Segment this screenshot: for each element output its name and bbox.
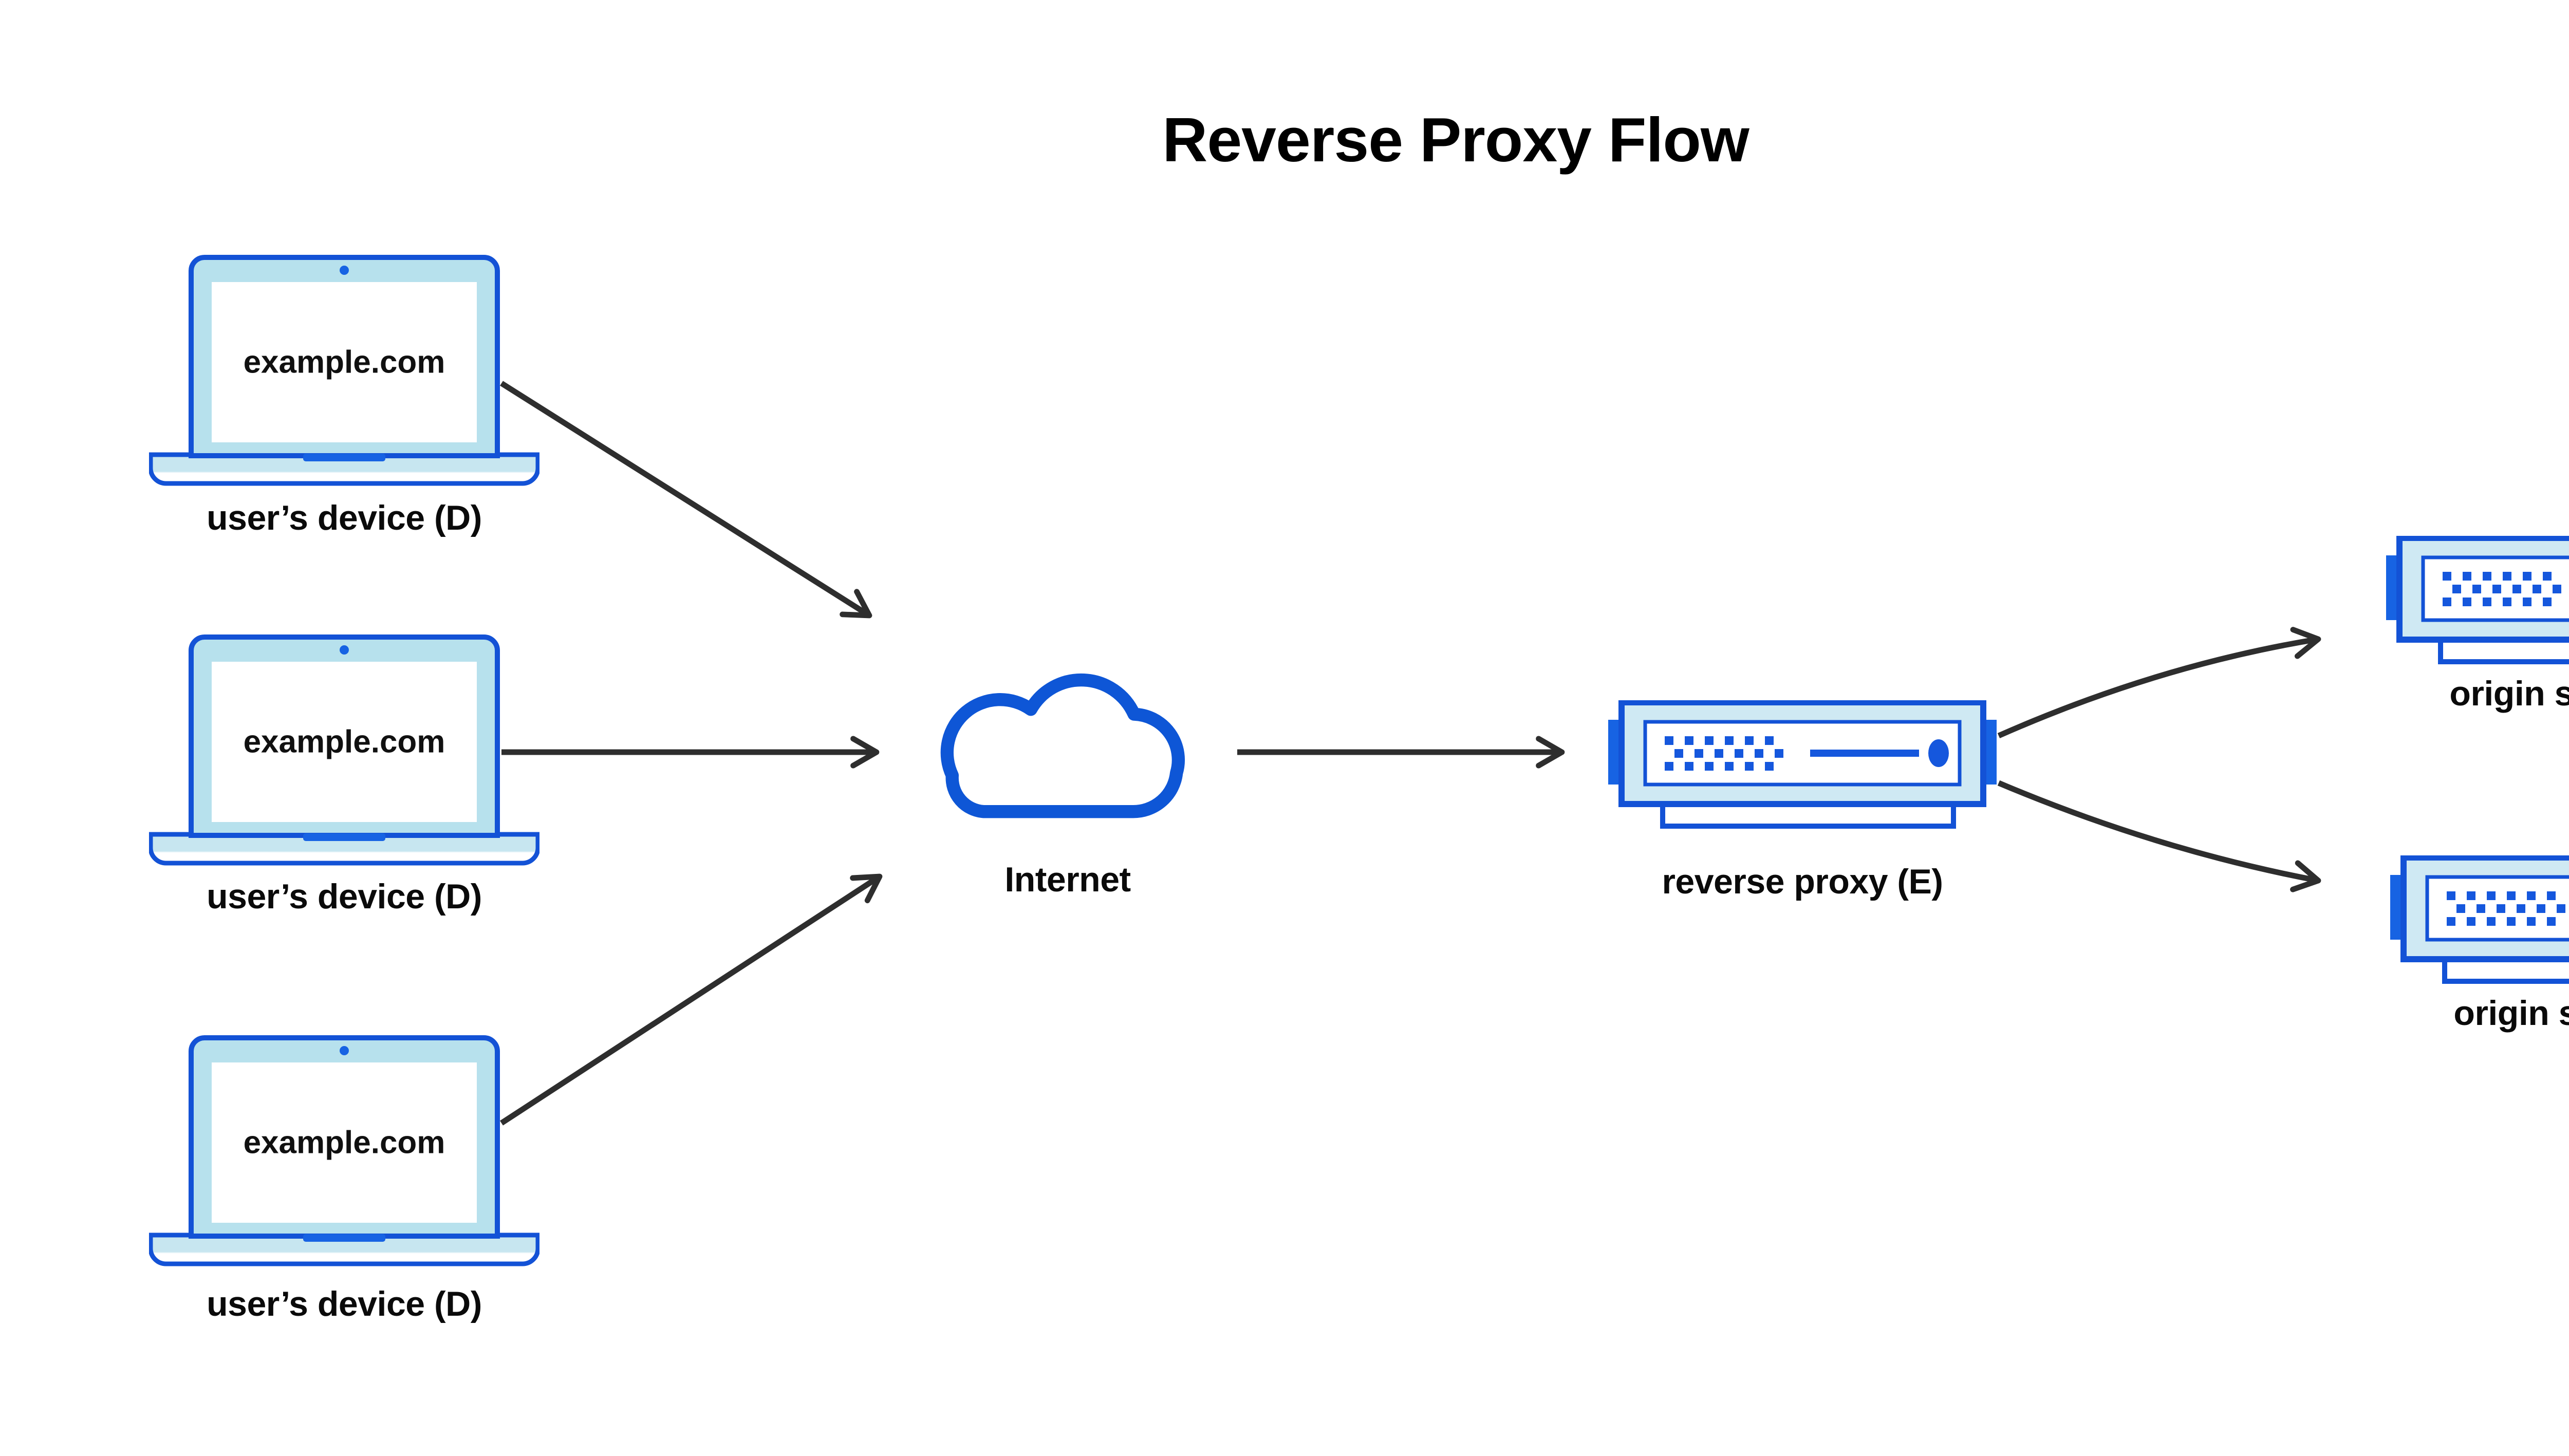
server-icon: [2385, 536, 2569, 667]
device-screen-url: example.com: [243, 724, 445, 760]
arrow-device3-to-internet: [499, 873, 883, 1126]
reverse-proxy-label: reverse proxy (E): [1662, 862, 1943, 901]
diagram-title: Reverse Proxy Flow: [1162, 105, 1749, 175]
device-screen-url: example.com: [243, 1125, 445, 1161]
user-device-3-label: user’s device (D): [207, 1284, 482, 1323]
server-icon: [1607, 700, 1998, 831]
origin-server-1-label: origin server (F): [2449, 674, 2569, 713]
arrow-proxy-to-origin1: [1997, 627, 2321, 739]
user-device-1-label: user’s device (D): [207, 498, 482, 537]
user-device-2-label: user’s device (D): [207, 877, 482, 916]
cloud-icon: [916, 652, 1205, 841]
server-icon: [2389, 855, 2569, 986]
arrow-proxy-to-origin2: [1997, 780, 2321, 892]
internet-label: Internet: [1004, 860, 1131, 899]
device-screen-url: example.com: [243, 344, 445, 380]
arrow-device1-to-internet: [500, 381, 872, 619]
origin-server-2-label: origin server (F): [2453, 994, 2569, 1033]
